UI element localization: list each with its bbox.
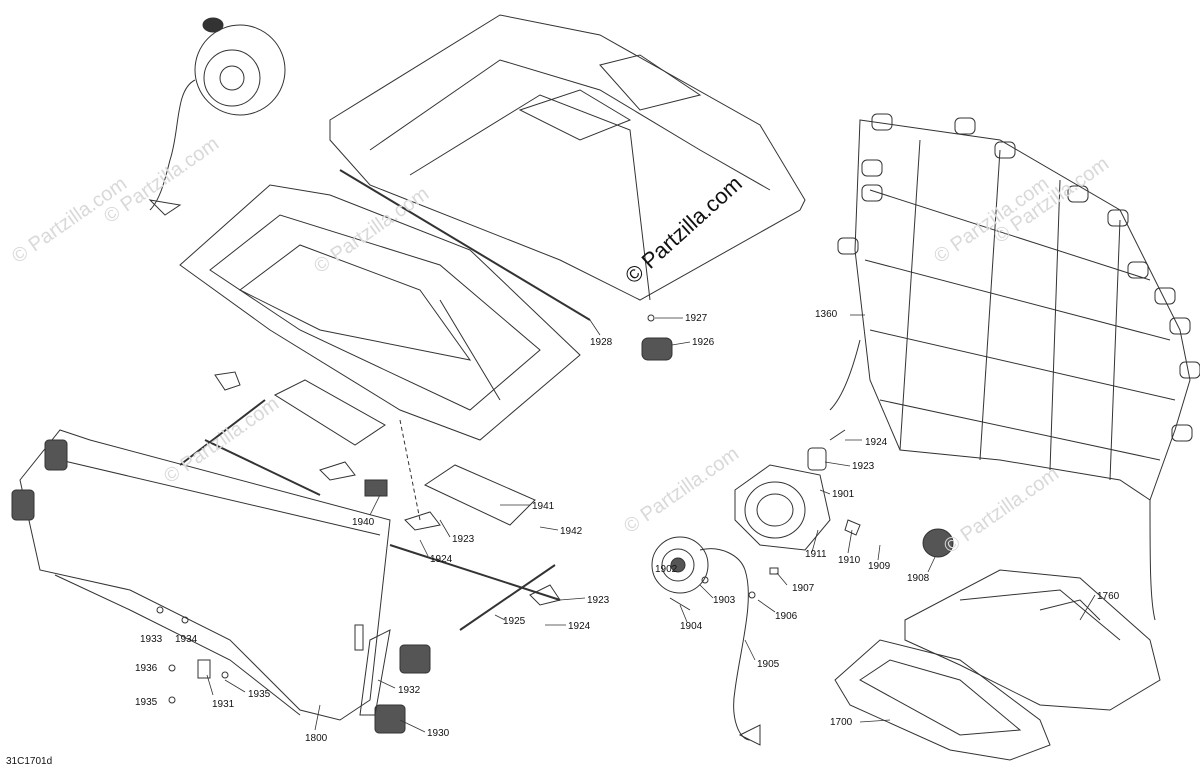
panel-plate-2 — [423, 464, 536, 526]
roof-tray — [179, 184, 581, 441]
part-label: 1940 — [352, 517, 375, 528]
tray-1700 — [834, 639, 1051, 761]
part-label: 1930 — [427, 728, 450, 739]
part-label: 1910 — [838, 555, 861, 566]
part-label: 1924 — [430, 554, 453, 565]
part-label: 1911 — [805, 549, 827, 560]
roof-panel — [329, 14, 806, 301]
part-label: 1360 — [815, 309, 838, 320]
rear-panel-1800 — [19, 429, 391, 721]
part-label: 1942 — [560, 526, 583, 537]
part-label: 1926 — [692, 337, 715, 348]
part-label: 1941 — [532, 501, 555, 512]
diagram-code: 31C1701d — [6, 756, 53, 767]
speaker-top-left — [148, 17, 286, 216]
part-label: 1760 — [1097, 591, 1120, 602]
part-label: 1903 — [713, 595, 736, 606]
part-label: 1927 — [685, 313, 708, 324]
part-label: 1904 — [680, 621, 703, 632]
part-label: 1907 — [792, 583, 815, 594]
speaker-1901 — [734, 429, 846, 551]
part-label: 1906 — [775, 611, 798, 622]
part-label: 1901 — [832, 489, 855, 500]
knob-1908 — [844, 519, 954, 558]
part-label: 1935 — [135, 697, 158, 708]
roof-1760 — [904, 569, 1161, 711]
part-label: 1934 — [175, 634, 198, 645]
part-label: 1924 — [865, 437, 888, 448]
part-label: 1905 — [757, 659, 780, 670]
speaker-1902 — [651, 536, 761, 746]
part-label: 1928 — [590, 337, 613, 348]
part-label: 1923 — [587, 595, 610, 606]
part-label: 1925 — [503, 616, 526, 627]
part-label: 1931 — [212, 699, 235, 710]
seal-strip — [339, 169, 591, 321]
part-label: 1909 — [868, 561, 891, 572]
part-label: 1933 — [140, 634, 163, 645]
part-label: 1923 — [452, 534, 475, 545]
panel-plate-1 — [273, 379, 386, 446]
knob-1926 — [641, 314, 673, 361]
part-label: 1935 — [248, 689, 271, 700]
net-1360 — [829, 113, 1200, 621]
part-label: 1936 — [135, 663, 158, 674]
part-label: 1932 — [398, 685, 421, 696]
part-label: 1700 — [830, 717, 853, 728]
part-label: 1924 — [568, 621, 591, 632]
part-label: 1908 — [907, 573, 930, 584]
part-label: 1902 — [655, 564, 678, 575]
part-label: 1800 — [305, 733, 328, 744]
part-label: 1923 — [852, 461, 875, 472]
